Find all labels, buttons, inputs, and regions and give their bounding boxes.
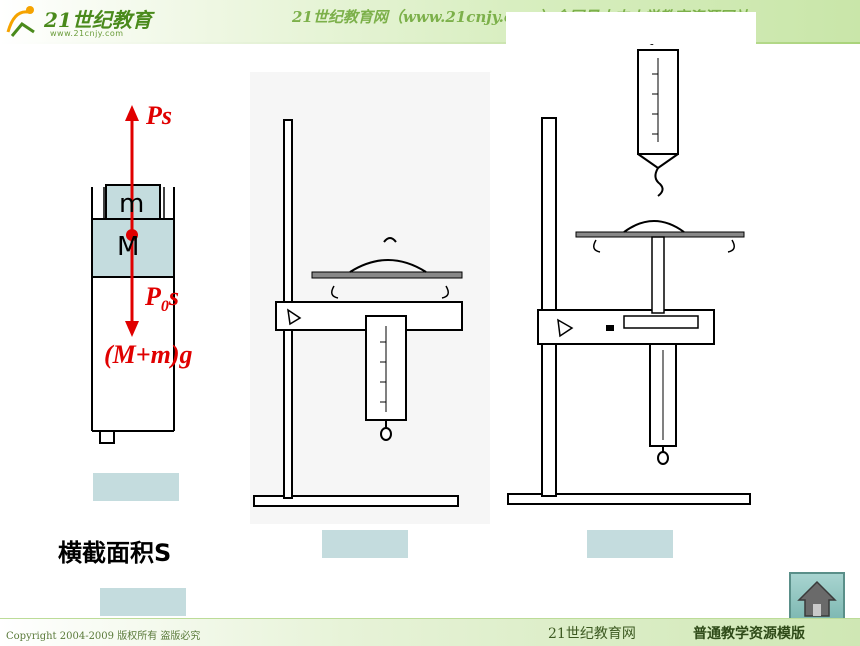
logo-subtext: www.21cnjy.com xyxy=(50,29,124,38)
caption-box-1[interactable] xyxy=(93,473,179,501)
weight-label: (M+m)g xyxy=(104,340,193,369)
footer-template-name: 普通教学资源模版 xyxy=(693,626,805,642)
force-arrow-up-head xyxy=(125,105,139,121)
force-label-down-s: s xyxy=(168,282,180,311)
header-divider xyxy=(0,42,860,44)
force-label-down-p: P xyxy=(145,282,161,311)
support-rod xyxy=(651,236,665,314)
spring-balance-hook-icon xyxy=(380,427,392,441)
stand-base xyxy=(253,495,459,507)
cross-section-label: 横截面积S xyxy=(58,539,172,567)
force-label-down-sub: 0 xyxy=(160,298,169,316)
logo: 21世纪教育 www.21cnjy.com xyxy=(4,2,154,40)
force-arrow-down-head xyxy=(125,321,139,337)
hook-left-icon xyxy=(593,239,601,253)
force-origin-point xyxy=(126,229,138,241)
platform-dome xyxy=(349,259,427,273)
hook-right-icon xyxy=(727,239,735,253)
copyright-text: Copyright 2004-2009 版权所有 盗版必究 xyxy=(6,631,201,642)
hanging-hook-icon xyxy=(654,167,664,197)
clamp-screw-icon xyxy=(287,308,302,326)
cylinder-diagram xyxy=(91,105,175,444)
block-m-label: m xyxy=(119,189,145,219)
cylinder-outlet xyxy=(99,430,115,444)
clamp-screw-icon xyxy=(557,318,574,338)
lower-balance-hook-icon xyxy=(657,451,669,465)
logo-text: 21世纪教育 xyxy=(44,8,152,32)
caption-box-2[interactable] xyxy=(322,530,408,558)
footer-site-name: 21世纪教育网 xyxy=(548,626,636,642)
hook-right-icon xyxy=(441,285,449,299)
stand-base xyxy=(507,493,751,505)
caption-box-4[interactable] xyxy=(100,588,186,616)
force-label-down: P0s xyxy=(145,282,179,316)
hook-left-icon xyxy=(331,285,339,299)
home-icon xyxy=(797,580,837,617)
top-hook-icon xyxy=(383,237,397,243)
platform-dome xyxy=(623,220,685,233)
platform xyxy=(311,271,463,279)
image-backdrop xyxy=(506,12,756,44)
stand-pole xyxy=(541,117,557,497)
apparatus-image-2 xyxy=(507,44,751,505)
block-M-label: M xyxy=(117,232,140,262)
clamp-marker xyxy=(606,325,614,331)
force-label-up: Ps xyxy=(146,101,172,130)
apparatus-image-1 xyxy=(250,72,490,524)
footer-bar: Copyright 2004-2009 版权所有 盗版必究 21世纪教育网 普通… xyxy=(0,618,860,646)
logo-icon xyxy=(6,6,35,37)
caption-box-3[interactable] xyxy=(587,530,673,558)
clamp-slot xyxy=(623,315,699,329)
